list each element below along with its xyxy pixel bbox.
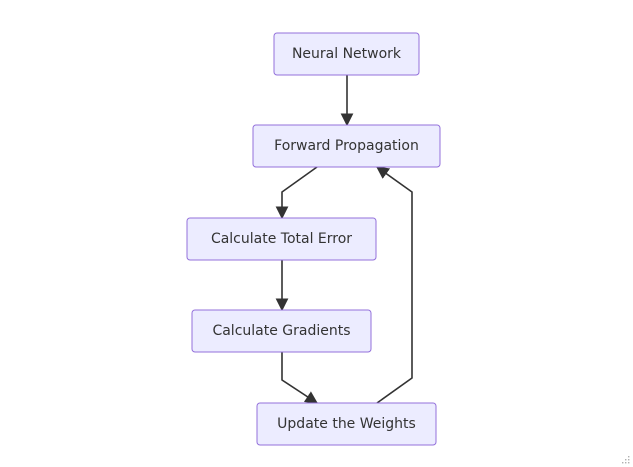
node-label: Forward Propagation	[274, 138, 419, 154]
node-box	[186, 217, 377, 261]
node-box	[191, 309, 372, 353]
node-update-the-weights[interactable]: Update the Weights	[256, 402, 437, 446]
node-box	[273, 32, 420, 76]
node-label: Update the Weights	[277, 416, 416, 432]
node-forward-propagation[interactable]: Forward Propagation	[252, 124, 441, 168]
edge-uw-to-fp	[375, 166, 413, 404]
node-neural-network[interactable]: Neural Network	[273, 32, 420, 76]
node-label: Neural Network	[292, 46, 402, 62]
node-box	[252, 124, 441, 168]
node-calculate-total-error[interactable]: Calculate Total Error	[186, 217, 377, 261]
edge-fp-to-cte	[275, 166, 318, 220]
resize-grip-icon[interactable]	[620, 454, 630, 464]
node-calculate-gradients[interactable]: Calculate Gradients	[191, 309, 372, 353]
node-label: Calculate Total Error	[211, 231, 352, 247]
node-label: Calculate Gradients	[212, 323, 350, 339]
edge-cg-to-uw	[281, 352, 319, 404]
node-box	[256, 402, 437, 446]
